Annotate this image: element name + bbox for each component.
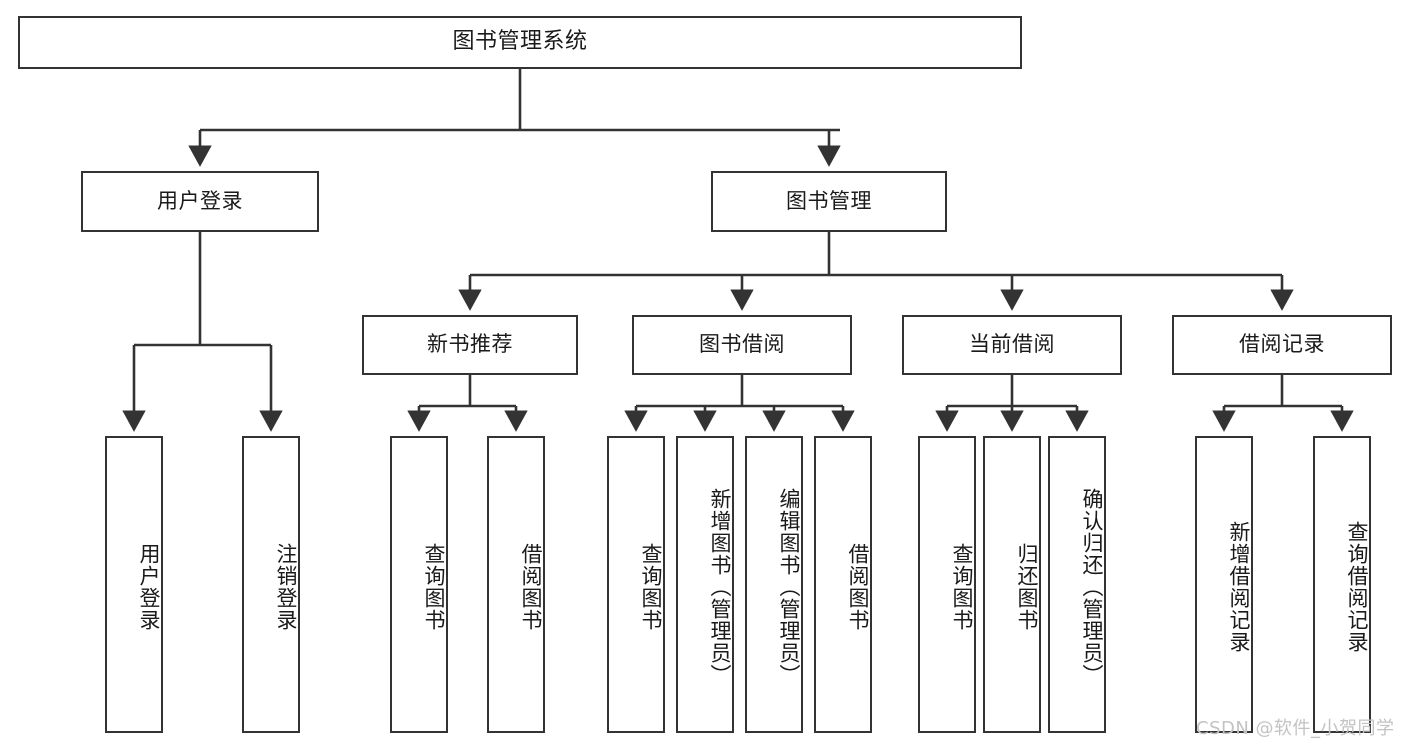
- leaf-borrow-book[interactable]: 借阅图书: [814, 436, 872, 733]
- node-root[interactable]: 图书管理系统: [18, 16, 1022, 69]
- leaf-return-book[interactable]: 归还图书: [983, 436, 1041, 733]
- leaf-add-book[interactable]: 新增图书（管理员）: [676, 436, 734, 733]
- leaf-edit-book[interactable]: 编辑图书（管理员）: [745, 436, 803, 733]
- leaf-user-logout-label: 注销登录: [274, 542, 298, 631]
- csdn-watermark: CSDN @软件_小贺同学: [1196, 718, 1395, 739]
- leaf-query-book-rec[interactable]: 查询图书: [390, 436, 448, 733]
- node-user-login[interactable]: 用户登录: [81, 171, 319, 232]
- leaf-query-book-cur-label: 查询图书: [950, 542, 974, 631]
- node-borrow-record[interactable]: 借阅记录: [1172, 315, 1392, 375]
- leaf-query-book-borrow-label: 查询图书: [639, 542, 663, 631]
- node-current-borrow[interactable]: 当前借阅: [902, 315, 1122, 375]
- leaf-user-login-label: 用户登录: [137, 542, 161, 631]
- leaf-query-book-borrow[interactable]: 查询图书: [607, 436, 665, 733]
- leaf-user-logout[interactable]: 注销登录: [242, 436, 300, 733]
- node-root-label: 图书管理系统: [452, 29, 588, 55]
- node-user-login-label: 用户登录: [157, 188, 243, 213]
- leaf-user-login[interactable]: 用户登录: [105, 436, 163, 733]
- leaf-return-book-label: 归还图书: [1015, 542, 1039, 631]
- node-book-manage-label: 图书管理: [786, 188, 872, 213]
- node-borrow-record-label: 借阅记录: [1239, 332, 1325, 357]
- leaf-query-book-rec-label: 查询图书: [422, 542, 446, 631]
- node-book-manage[interactable]: 图书管理: [711, 171, 947, 232]
- leaf-confirm-return[interactable]: 确认归还（管理员）: [1048, 436, 1106, 733]
- node-book-borrow[interactable]: 图书借阅: [632, 315, 852, 375]
- leaf-borrow-book-rec-label: 借阅图书: [519, 542, 543, 631]
- leaf-add-record-label: 新增借阅记录: [1227, 520, 1251, 653]
- node-current-borrow-label: 当前借阅: [969, 332, 1055, 357]
- node-new-book-rec[interactable]: 新书推荐: [362, 315, 578, 375]
- leaf-add-record[interactable]: 新增借阅记录: [1195, 436, 1253, 733]
- node-new-book-rec-label: 新书推荐: [427, 332, 513, 357]
- leaf-query-record[interactable]: 查询借阅记录: [1313, 436, 1371, 733]
- leaf-edit-book-label: 编辑图书（管理员）: [777, 487, 801, 686]
- leaf-query-book-cur[interactable]: 查询图书: [918, 436, 976, 733]
- node-book-borrow-label: 图书借阅: [699, 332, 785, 357]
- leaf-borrow-book-label: 借阅图书: [846, 542, 870, 631]
- leaf-borrow-book-rec[interactable]: 借阅图书: [487, 436, 545, 733]
- leaf-add-book-label: 新增图书（管理员）: [708, 487, 732, 686]
- leaf-confirm-return-label: 确认归还（管理员）: [1080, 487, 1104, 686]
- leaf-query-record-label: 查询借阅记录: [1345, 520, 1369, 653]
